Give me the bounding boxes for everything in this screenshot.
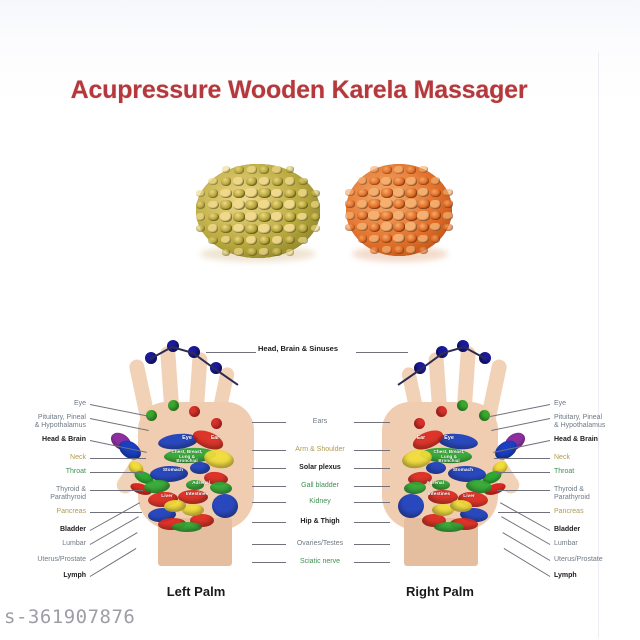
finger-mid-dot-3 (436, 406, 447, 417)
center-leader-l-6 (252, 544, 286, 545)
center-leader-r-6 (354, 544, 390, 545)
left-label-6: Pancreas (56, 508, 86, 515)
center-leader-l-7 (252, 562, 286, 563)
center-leader-r-0 (354, 422, 390, 423)
zone-adrenal (432, 480, 450, 490)
center-label-6: Ovaries/Testes (296, 540, 344, 547)
center-label-5: Hip & Thigh (300, 518, 340, 525)
zone-sciatic (434, 522, 464, 532)
chart-top-label: Head, Brain & Sinuses (258, 344, 339, 353)
right-label-4: Throat (554, 468, 575, 475)
left-label-1: Pituitary, Pineal& Hypothalamus (34, 414, 86, 429)
right-label-3: Neck (554, 454, 570, 461)
center-leader-r-7 (354, 562, 390, 563)
right-label-6: Pancreas (554, 508, 584, 515)
left-label-3: Neck (70, 454, 86, 461)
center-label-7: Sciatic nerve (299, 558, 341, 565)
left-label-2: Head & Brain (42, 436, 86, 443)
watermark: s-361907876 (4, 606, 136, 628)
center-leader-l-0 (252, 422, 286, 423)
spike-texture (195, 164, 321, 258)
right-leader-6 (498, 512, 550, 513)
finger-mid-dot-2 (457, 400, 468, 411)
left-label-8: Lumbar (62, 540, 86, 547)
center-leader-r-5 (354, 522, 390, 523)
left-leader-6 (90, 512, 142, 513)
right-leader-5 (497, 490, 550, 491)
finger-mid-dot-1 (146, 410, 157, 421)
center-leader-r-4 (354, 502, 390, 503)
top-leader-right (356, 352, 408, 353)
left-label-4: Throat (65, 468, 86, 475)
center-leader-l-3 (252, 486, 286, 487)
right-leader-4 (495, 472, 550, 473)
left-label-7: Bladder (59, 526, 86, 533)
right-label-2: Head & Brain (554, 436, 598, 443)
finger-mid-dot-4 (211, 418, 222, 429)
finger-mid-dot-4 (414, 418, 425, 429)
zone-sciatic (172, 522, 202, 532)
center-leader-l-4 (252, 502, 286, 503)
zone-adrenal (186, 480, 204, 490)
spike-texture (345, 164, 453, 256)
left-palm-caption: Left Palm (166, 584, 226, 599)
center-leader-r-1 (354, 450, 390, 451)
panel-divider (598, 52, 599, 638)
right-palm-caption: Right Palm (406, 584, 474, 599)
finger-mid-dot-3 (189, 406, 200, 417)
right-label-7: Bladder (554, 526, 581, 533)
center-label-2: Solar plexus (299, 464, 341, 471)
left-label-9: Uterus/Prostate (37, 556, 86, 563)
zone-solar-plexus (426, 462, 446, 474)
left-label-0: Eye (73, 400, 86, 407)
left-label-5: Thyroid &Parathyroid (50, 486, 86, 501)
center-leader-l-1 (252, 450, 286, 451)
right-label-9: Uterus/Prostate (554, 556, 603, 563)
right-label-10: Lymph (554, 572, 577, 579)
center-leader-r-2 (354, 468, 390, 469)
zone-lymph (182, 504, 204, 516)
center-leader-r-3 (354, 486, 390, 487)
left-leader-5 (90, 490, 143, 491)
center-label-0: Ears (312, 418, 328, 425)
center-label-1: Arm & Shoulder (295, 446, 345, 453)
center-label-3: Gall bladder (301, 482, 339, 489)
right-label-8: Lumbar (554, 540, 578, 547)
top-leader-left (206, 352, 256, 353)
center-label-4: Kidney (309, 498, 331, 505)
finger-mid-dot-2 (168, 400, 179, 411)
right-label-0: Eye (554, 400, 567, 407)
page-title: Acupressure Wooden Karela Massager (70, 76, 528, 104)
zone-solar-plexus (190, 462, 210, 474)
center-leader-l-5 (252, 522, 286, 523)
right-label-5: Thyroid &Parathyroid (554, 486, 590, 501)
left-leader-4 (90, 472, 145, 473)
center-leader-l-2 (252, 468, 286, 469)
right-label-1: Pituitary, Pineal& Hypothalamus (554, 414, 606, 429)
left-label-10: Lymph (63, 572, 86, 579)
finger-mid-dot-1 (479, 410, 490, 421)
left-leader-3 (90, 458, 146, 459)
right-leader-3 (494, 458, 550, 459)
zone-intestines (178, 490, 208, 504)
